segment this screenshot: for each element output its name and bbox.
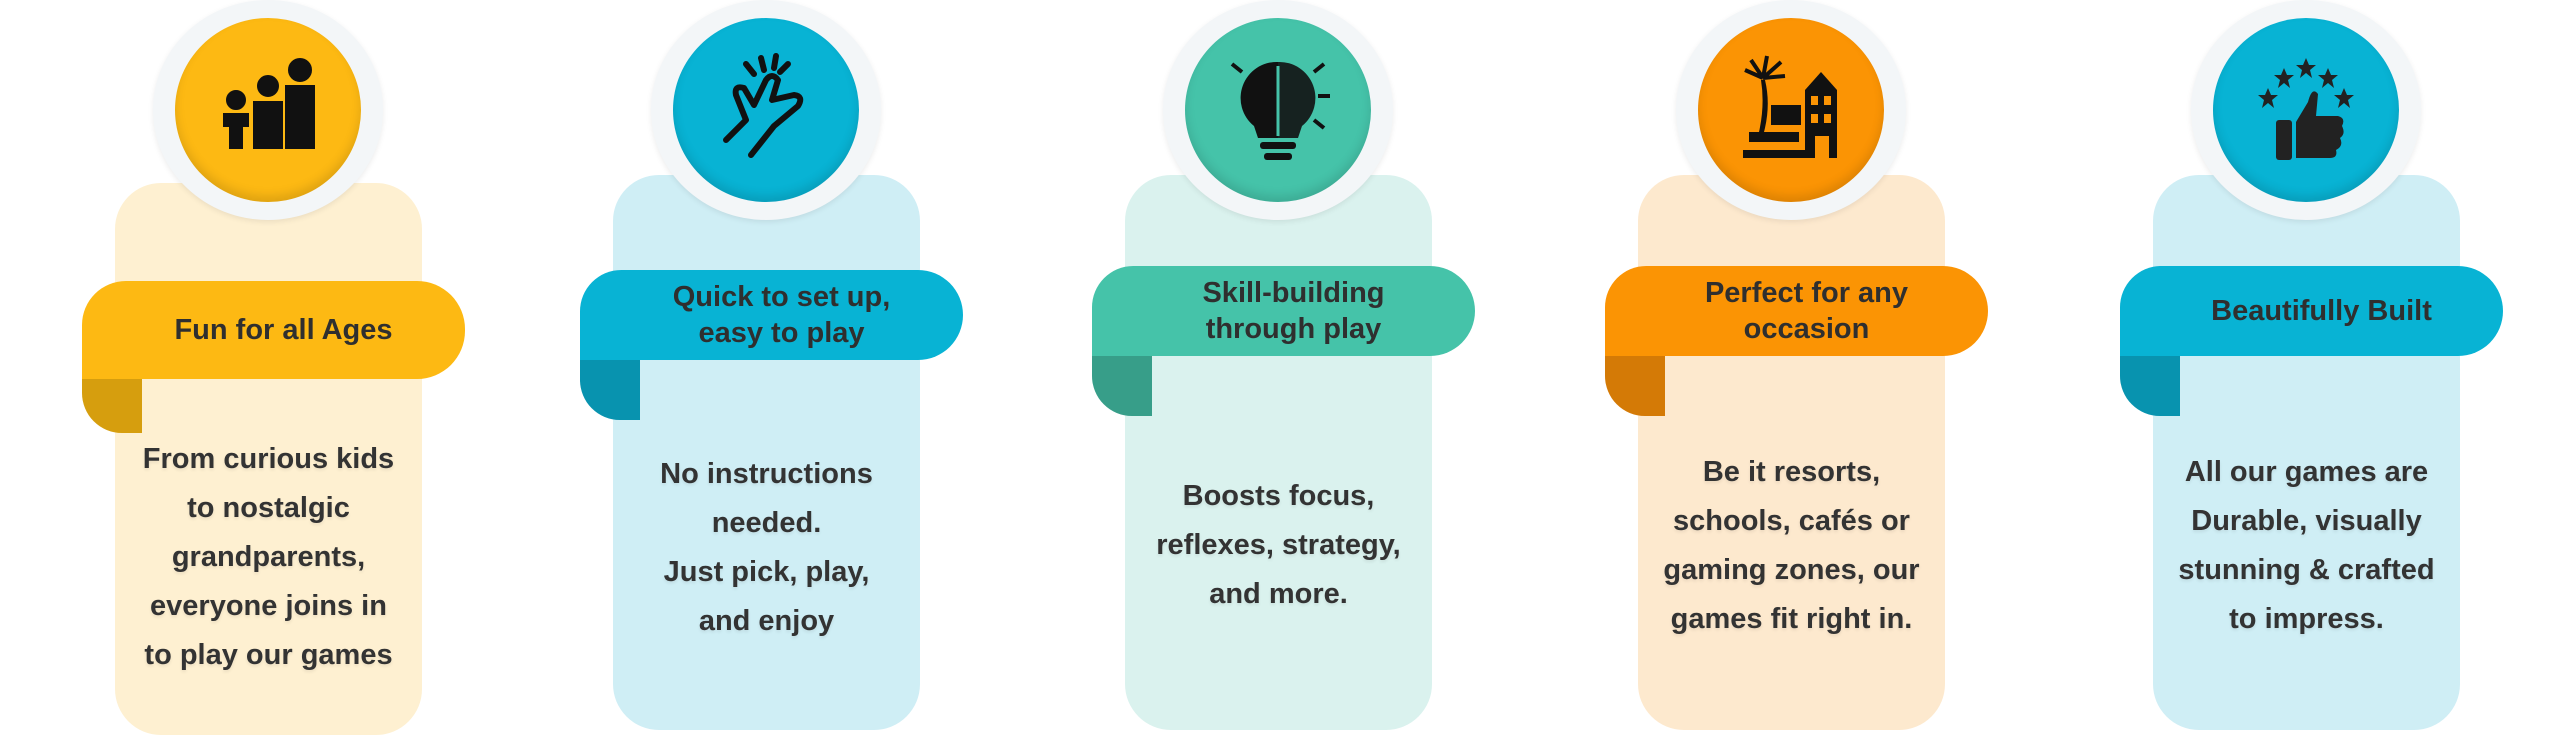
card-description: Be it resorts, schools, cafés or gaming … xyxy=(1663,455,1920,635)
card-description: All our games are Durable, visually stun… xyxy=(2178,455,2435,635)
card-title-ribbon: Skill-building through play xyxy=(1092,266,1475,356)
card-description: From curious kids to nostalgic grandpare… xyxy=(142,442,395,671)
card-title: Quick to set up, easy to play xyxy=(672,281,891,349)
feature-card-1: Fun for all Ages From curious kids to no… xyxy=(82,0,482,744)
card-description: No instructions needed. Just pick, play,… xyxy=(660,457,873,637)
card-title: Fun for all Ages xyxy=(174,314,393,346)
icon-badge xyxy=(651,0,881,220)
brain-bulb-icon xyxy=(1230,61,1330,160)
icon-badge xyxy=(1163,0,1393,220)
card-title-ribbon: Beautifully Built xyxy=(2120,266,2503,356)
family-icon xyxy=(223,58,315,149)
card-title-ribbon: Perfect for any occasion xyxy=(1605,266,1988,356)
hand-snap-icon xyxy=(723,53,804,158)
card-panel xyxy=(115,183,422,735)
feature-card-2: Quick to set up, easy to play No instruc… xyxy=(580,0,980,744)
icon-badge xyxy=(1676,0,1906,220)
icon-badge xyxy=(2191,0,2421,220)
feature-card-3: Skill-building through play Boosts focus… xyxy=(1092,0,1492,744)
card-title: Skill-building through play xyxy=(1202,277,1385,345)
card-title-ribbon: Fun for all Ages xyxy=(82,281,465,379)
card-panel xyxy=(613,175,920,730)
card-title: Perfect for any occasion xyxy=(1704,277,1909,345)
resort-icon xyxy=(1743,55,1837,158)
card-title-ribbon: Quick to set up, easy to play xyxy=(580,270,963,360)
thumbs-up-stars-icon xyxy=(2258,58,2354,160)
feature-card-4: Perfect for any occasion Be it resorts, … xyxy=(1605,0,2005,744)
icon-badge xyxy=(153,0,383,220)
card-description: Boosts focus, reflexes, strategy, and mo… xyxy=(1156,480,1401,610)
card-title: Beautifully Built xyxy=(2211,295,2432,327)
feature-card-5: Beautifully Built All our games are Dura… xyxy=(2120,0,2520,744)
